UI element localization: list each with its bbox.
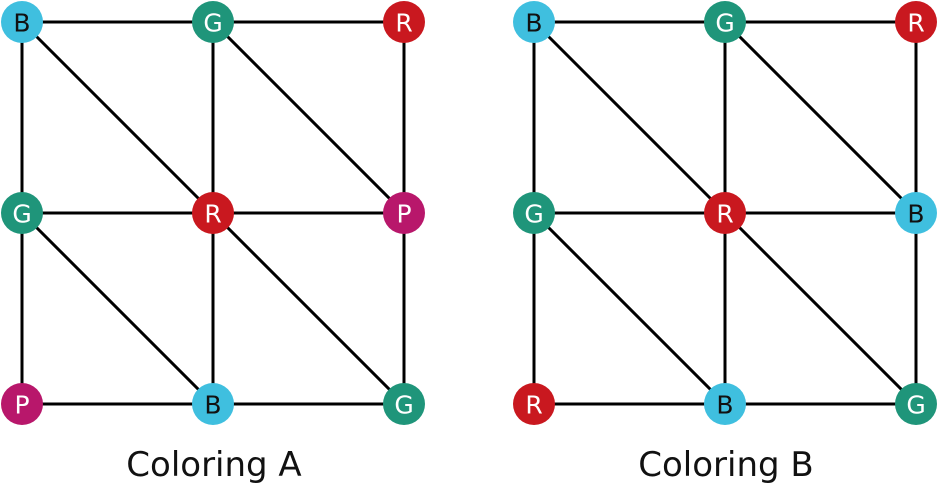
vertex-label: G — [524, 200, 543, 229]
vertex-label: R — [395, 9, 412, 38]
vertex-r0-c1: G — [704, 1, 746, 43]
vertex-label: P — [14, 391, 29, 420]
edge-01-12 — [723, 20, 918, 215]
vertex-circle — [513, 383, 555, 425]
vertex-label: R — [525, 391, 542, 420]
vertex-circle — [704, 192, 746, 234]
caption-coloring-b: Coloring B — [638, 445, 813, 485]
vertex-label: G — [394, 391, 413, 420]
vertex-r0-c2: R — [895, 1, 937, 43]
vertex-r0-c2: R — [383, 1, 425, 43]
vertex-label: R — [907, 9, 924, 38]
vertex-label: B — [525, 9, 542, 38]
vertex-r1-c2: B — [895, 192, 937, 234]
graph-coloring-b: B G R G R B R B G — [513, 1, 937, 425]
vertex-circle — [192, 383, 234, 425]
vertex-circle — [1, 383, 43, 425]
vertex-r1-c0: G — [1, 192, 43, 234]
caption-coloring-a: Coloring A — [126, 445, 301, 485]
vertex-label: G — [203, 9, 222, 38]
vertex-label: G — [12, 200, 31, 229]
edge-00-11 — [532, 20, 727, 215]
vertex-label: R — [204, 200, 221, 229]
vertex-label: B — [716, 391, 733, 420]
vertex-circle — [895, 192, 937, 234]
vertex-circle — [704, 1, 746, 43]
vertex-circle — [895, 1, 937, 43]
edge-11-22 — [211, 211, 406, 406]
vertex-label: B — [204, 391, 221, 420]
vertex-r2-c1: B — [192, 383, 234, 425]
vertex-r2-c0: P — [1, 383, 43, 425]
vertex-r2-c2: G — [895, 383, 937, 425]
vertex-label: B — [13, 9, 30, 38]
vertex-r0-c0: B — [1, 1, 43, 43]
vertex-r1-c1: R — [704, 192, 746, 234]
graph-coloring-a: B G R G R P P B G — [1, 1, 425, 425]
vertex-circle — [383, 192, 425, 234]
vertex-r2-c1: B — [704, 383, 746, 425]
vertex-circle — [513, 1, 555, 43]
edge-01-12 — [211, 20, 406, 215]
edge-10-21 — [532, 211, 727, 406]
vertex-label: R — [716, 200, 733, 229]
edge-10-21 — [20, 211, 215, 406]
vertex-circle — [895, 383, 937, 425]
vertex-label: P — [396, 200, 411, 229]
vertex-r1-c1: R — [192, 192, 234, 234]
vertex-label: G — [715, 9, 734, 38]
vertex-circle — [1, 192, 43, 234]
vertex-circle — [1, 1, 43, 43]
edge-00-11 — [20, 20, 215, 215]
vertex-r2-c0: R — [513, 383, 555, 425]
vertex-circle — [192, 1, 234, 43]
edge-11-22 — [723, 211, 918, 406]
vertex-circle — [704, 383, 746, 425]
vertex-circle — [383, 1, 425, 43]
vertex-r0-c1: G — [192, 1, 234, 43]
vertex-label: B — [907, 200, 924, 229]
vertex-r0-c0: B — [513, 1, 555, 43]
vertex-r2-c2: G — [383, 383, 425, 425]
vertex-circle — [513, 192, 555, 234]
vertex-r1-c2: P — [383, 192, 425, 234]
vertex-r1-c0: G — [513, 192, 555, 234]
vertex-label: G — [906, 391, 925, 420]
vertex-circle — [192, 192, 234, 234]
vertex-circle — [383, 383, 425, 425]
